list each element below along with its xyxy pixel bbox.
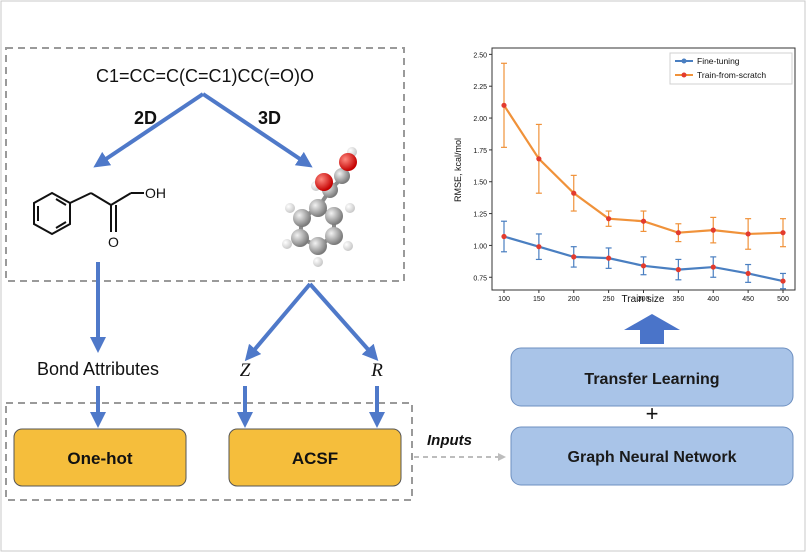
- y-tick-label: 1.25: [473, 212, 487, 219]
- arrow-to-2d: [93, 92, 205, 168]
- legend-box: [669, 52, 793, 85]
- data-point-finetuning: [536, 244, 542, 250]
- data-point-scratch: [640, 218, 647, 224]
- hydrogen-atom: [285, 203, 295, 213]
- data-point-scratch: [745, 231, 751, 237]
- smiles-string: C1=CC=C(C=C1)CC(=O)O: [96, 66, 314, 86]
- up-arrow: [624, 314, 680, 344]
- arrow-to-r: [308, 282, 379, 361]
- inputs-label: Inputs: [427, 432, 472, 449]
- x-tick-label: 500: [777, 296, 789, 303]
- molecule-dashed-box: [5, 47, 405, 282]
- x-tick-label: 400: [707, 296, 719, 303]
- data-point-scratch: [571, 190, 577, 196]
- onehot-label: One-hot: [67, 449, 132, 468]
- data-point-scratch: [501, 102, 507, 108]
- carbon-atom: [325, 227, 343, 245]
- data-point-scratch: [780, 230, 786, 236]
- arrow-to-3d: [201, 92, 313, 168]
- x-tick-label: 150: [533, 296, 545, 303]
- x-tick-label: 300: [638, 296, 650, 303]
- acsf-box: [228, 428, 402, 487]
- o-label: O: [108, 234, 119, 250]
- data-point-scratch: [606, 216, 612, 222]
- legend-label-finetuning: Fine-tuning: [697, 56, 740, 66]
- hydrogen-atom: [282, 239, 292, 249]
- data-point-finetuning: [501, 233, 507, 240]
- y-tick-label: 1.00: [473, 243, 487, 250]
- oxygen-atom: [315, 173, 333, 191]
- y-tick-label: 1.75: [473, 148, 487, 155]
- x-tick-label: 450: [742, 296, 754, 303]
- hydrogen-atom: [345, 203, 355, 213]
- gnn-box: [510, 426, 794, 486]
- rmse-chart: RMSE, kcal/mol Train size 0.75 1.00 1.25 1.…: [453, 47, 796, 305]
- legend-marker-finetuning: [681, 58, 687, 64]
- structure-2d: [33, 191, 144, 236]
- carbon-atom: [309, 199, 327, 217]
- x-tick-label: 100: [498, 296, 510, 303]
- hydrogen-atom: [313, 257, 323, 267]
- onehot-box: [13, 428, 187, 487]
- oh-label: OH: [145, 185, 166, 201]
- data-point-scratch: [675, 230, 681, 236]
- x-tick-label: 200: [568, 296, 580, 303]
- y-tick-label: 2.00: [473, 116, 487, 123]
- carbon-atom: [293, 209, 311, 227]
- label-3d: 3D: [258, 108, 281, 128]
- transfer-learning-box: [510, 347, 794, 407]
- carbon-atom: [291, 229, 309, 247]
- data-point-finetuning: [780, 278, 786, 284]
- r-label: R: [370, 360, 383, 381]
- y-tick-label: 2.50: [473, 52, 487, 59]
- carbon-atom: [325, 207, 343, 225]
- transfer-learning-label: Transfer Learning: [584, 371, 719, 388]
- chart-xlabel: Train size: [622, 294, 665, 305]
- acsf-label: ACSF: [292, 449, 338, 468]
- oxygen-atom: [339, 153, 357, 171]
- legend-marker-scratch: [681, 72, 687, 78]
- x-tick-label: 350: [673, 296, 685, 303]
- structure-3d: [282, 147, 357, 267]
- data-point-finetuning: [571, 254, 577, 260]
- gnn-label: Graph Neural Network: [568, 449, 737, 466]
- y-tick-label: 1.50: [473, 180, 487, 187]
- hydrogen-atom: [343, 241, 353, 251]
- plus-sign: +: [646, 401, 659, 426]
- chart-legend: Fine-tuning Train-from-scratch: [669, 52, 793, 85]
- y-tick-label: 2.25: [473, 84, 487, 91]
- data-point-finetuning: [745, 270, 751, 277]
- x-tick-label: 250: [603, 296, 615, 303]
- data-point-finetuning: [606, 255, 612, 261]
- bond-attributes-label: Bond Attributes: [37, 359, 159, 379]
- carbon-atom: [309, 237, 327, 255]
- z-label: Z: [240, 360, 251, 381]
- y-tick-label: 0.75: [473, 275, 487, 282]
- legend-label-scratch: Train-from-scratch: [697, 70, 766, 80]
- label-2d: 2D: [134, 108, 157, 128]
- data-point-finetuning: [640, 263, 647, 269]
- data-point-finetuning: [675, 267, 681, 273]
- arrow-to-z: [244, 282, 312, 362]
- data-point-scratch: [710, 227, 716, 233]
- data-point-finetuning: [710, 264, 716, 270]
- chart-ylabel: RMSE, kcal/mol: [453, 138, 463, 202]
- carbon-atom: [334, 168, 350, 184]
- chart-plot-area: [491, 47, 796, 291]
- data-point-scratch: [536, 156, 542, 162]
